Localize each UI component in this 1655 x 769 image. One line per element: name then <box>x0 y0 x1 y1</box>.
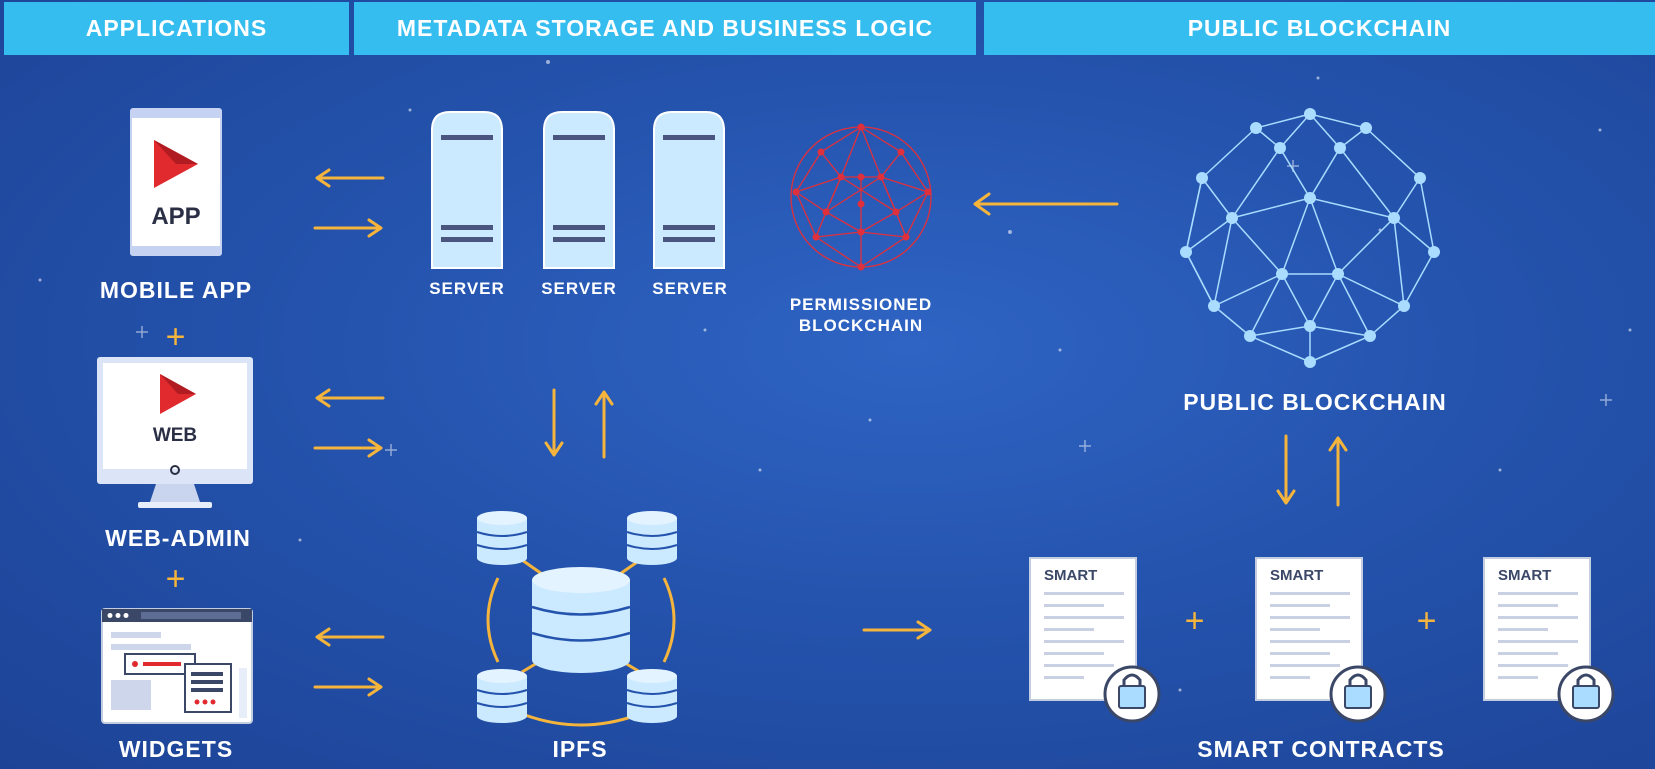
header-applications: APPLICATIONS <box>4 2 349 55</box>
smart-contract-3-title: SMART <box>1498 567 1551 584</box>
widgets-label: WIDGETS <box>118 736 234 762</box>
plus-contract-2-3: + <box>1416 602 1438 640</box>
public-blockchain-label: PUBLIC BLOCKCHAIN <box>1183 389 1447 415</box>
ipfs-database-cluster-icon <box>476 511 678 727</box>
arrow-left-web <box>315 388 385 408</box>
db-large-center-icon <box>531 567 631 673</box>
permissioned-blockchain-label: PERMISSIONED BLOCKCHAIN <box>789 295 933 335</box>
db-small-bottom-left-icon <box>476 669 528 723</box>
server-3-icon <box>653 111 725 269</box>
widgets-icon <box>101 608 253 724</box>
web-admin-label: WEB-ADMIN <box>105 525 251 551</box>
plus-mobile-web: + <box>165 318 187 356</box>
server-1-icon <box>431 111 503 269</box>
smart-contract-2-title: SMART <box>1270 567 1323 584</box>
arrow-left-mobile <box>315 168 385 188</box>
db-small-top-left-icon <box>476 511 528 565</box>
header-public-blockchain: PUBLIC BLOCKCHAIN <box>984 2 1655 55</box>
arrow-right-mobile <box>313 218 383 238</box>
mobile-icon-text: APP <box>151 203 200 230</box>
server-3-label: SERVER <box>652 279 728 298</box>
arrow-up-public <box>1328 436 1348 507</box>
arrow-ipfs-to-contracts <box>862 620 932 640</box>
server-2-icon <box>543 111 615 269</box>
server-2-label: SERVER <box>541 279 617 298</box>
smart-contracts-label: SMART CONTRACTS <box>1197 736 1445 762</box>
public-blockchain-icon <box>1180 108 1440 368</box>
mobile-app-icon: APP <box>130 108 222 256</box>
arrow-down-contracts <box>1276 434 1296 505</box>
header-metadata: METADATA STORAGE AND BUSINESS LOGIC <box>354 2 976 55</box>
arrow-down-ipfs <box>544 388 564 457</box>
arrow-left-widgets <box>315 627 385 647</box>
mobile-app-label: MOBILE APP <box>99 277 253 303</box>
plus-web-widgets: + <box>165 560 187 598</box>
arrow-right-web <box>313 438 383 458</box>
permissioned-blockchain-icon <box>790 123 932 271</box>
smart-contract-2-icon: SMART <box>1255 557 1387 723</box>
plus-contract-1-2: + <box>1184 602 1206 640</box>
db-small-top-right-icon <box>626 511 678 565</box>
server-1-label: SERVER <box>429 279 505 298</box>
ipfs-label: IPFS <box>552 736 608 762</box>
smart-contract-3-icon: SMART <box>1483 557 1615 723</box>
smart-contract-1-icon: SMART <box>1029 557 1161 723</box>
arrow-right-widgets <box>313 677 383 697</box>
db-small-bottom-right-icon <box>626 669 678 723</box>
smart-contract-1-title: SMART <box>1044 567 1097 584</box>
web-icon-text: WEB <box>153 425 197 446</box>
server-rack-group <box>431 111 725 269</box>
arrow-up-servers <box>594 390 614 459</box>
arrow-public-to-permissioned <box>973 192 1119 216</box>
web-admin-monitor-icon: WEB <box>97 357 253 508</box>
